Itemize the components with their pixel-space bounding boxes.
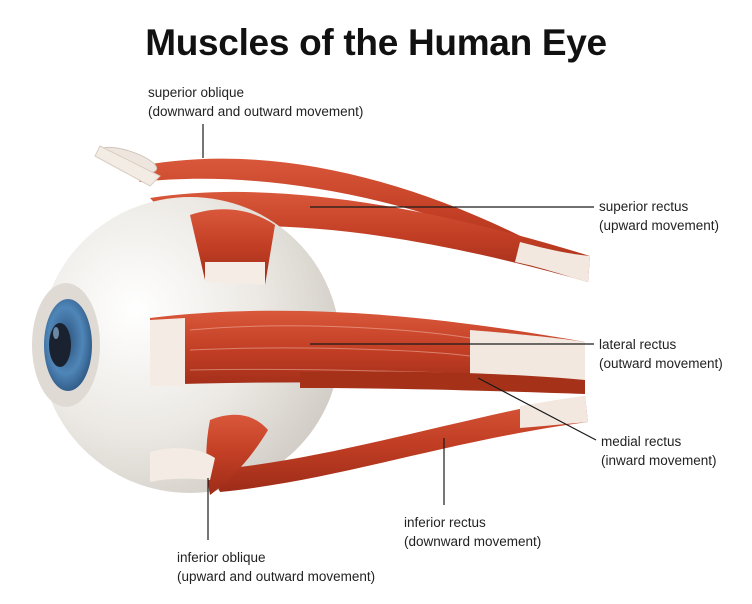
medial-rectus-action: (inward movement) — [601, 451, 717, 470]
pupil — [49, 323, 71, 367]
lateral-rectus-name: lateral rectus — [599, 335, 723, 354]
label-medial-rectus: medial rectus (inward movement) — [601, 432, 717, 470]
superior-rectus-name: superior rectus — [599, 197, 719, 216]
inferior-oblique-name: inferior oblique — [177, 548, 375, 567]
medial-rectus-name: medial rectus — [601, 432, 717, 451]
inferior-rectus-action: (downward movement) — [404, 532, 541, 551]
label-lateral-rectus: lateral rectus (outward movement) — [599, 335, 723, 373]
lateral-rectus-action: (outward movement) — [599, 354, 723, 373]
label-superior-oblique: superior oblique (downward and outward m… — [148, 83, 363, 121]
superior-oblique-name: superior oblique — [148, 83, 363, 102]
label-superior-rectus: superior rectus (upward movement) — [599, 197, 719, 235]
label-inferior-oblique: inferior oblique (upward and outward mov… — [177, 548, 375, 586]
inferior-rectus-name: inferior rectus — [404, 513, 541, 532]
inferior-oblique-action: (upward and outward movement) — [177, 567, 375, 586]
label-inferior-rectus: inferior rectus (downward movement) — [404, 513, 541, 551]
superior-rectus-action: (upward movement) — [599, 216, 719, 235]
superior-oblique-action: (downward and outward movement) — [148, 102, 363, 121]
